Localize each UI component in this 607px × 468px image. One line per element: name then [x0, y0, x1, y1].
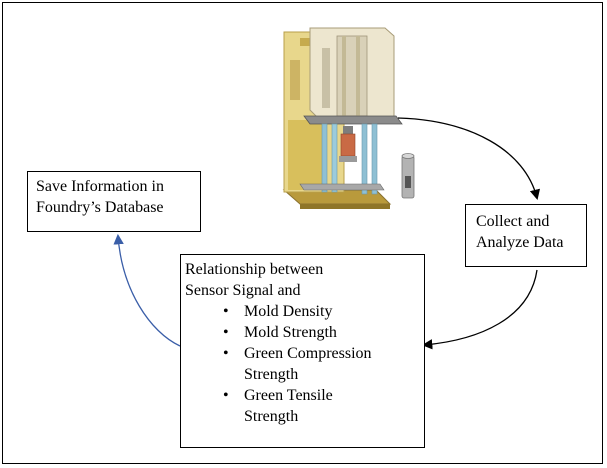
list-item: • Mold Strength — [185, 322, 420, 343]
save-information-box: Save Information in Foundry’s Database — [27, 171, 201, 232]
list-item-line: Strength — [244, 408, 299, 425]
collect-analyze-box: Collect and Analyze Data — [465, 204, 587, 267]
bullet-icon: • — [223, 345, 229, 362]
arrow-machine-to-collect — [397, 117, 541, 201]
machine-icon — [282, 27, 403, 209]
relationship-box: Relationship between Sensor Signal and •… — [180, 254, 425, 448]
list-item: • Green Tensile Strength — [185, 385, 420, 427]
list-item-line: Green Tensile — [244, 387, 333, 404]
arrow-collect-to-relationship — [421, 269, 538, 350]
bullet-icon: • — [223, 324, 229, 341]
save-box-line: Save Information in — [36, 178, 164, 195]
list-item: • Mold Density — [185, 301, 420, 322]
collect-box-line: Analyze Data — [476, 234, 564, 251]
list-item-line: Mold Strength — [244, 324, 337, 341]
relationship-heading-line: Relationship between — [185, 261, 324, 278]
list-item-line: Mold Density — [244, 303, 333, 320]
diagram-frame — [2, 2, 603, 464]
list-item-line: Green Compression — [244, 345, 372, 362]
property-list: • Mold Density • Mold Strength • Green C… — [185, 301, 420, 427]
collect-box-line: Collect and — [476, 213, 550, 230]
bullet-icon: • — [223, 387, 229, 404]
bullet-icon: • — [223, 303, 229, 320]
list-item-line: Strength — [244, 366, 299, 383]
arrow-relationship-to-save — [113, 233, 181, 347]
save-box-line: Foundry’s Database — [36, 199, 164, 216]
relationship-heading-line: Sensor Signal and — [185, 282, 301, 299]
specimen-tube-icon — [401, 153, 415, 199]
list-item: • Green Compression Strength — [185, 343, 420, 385]
